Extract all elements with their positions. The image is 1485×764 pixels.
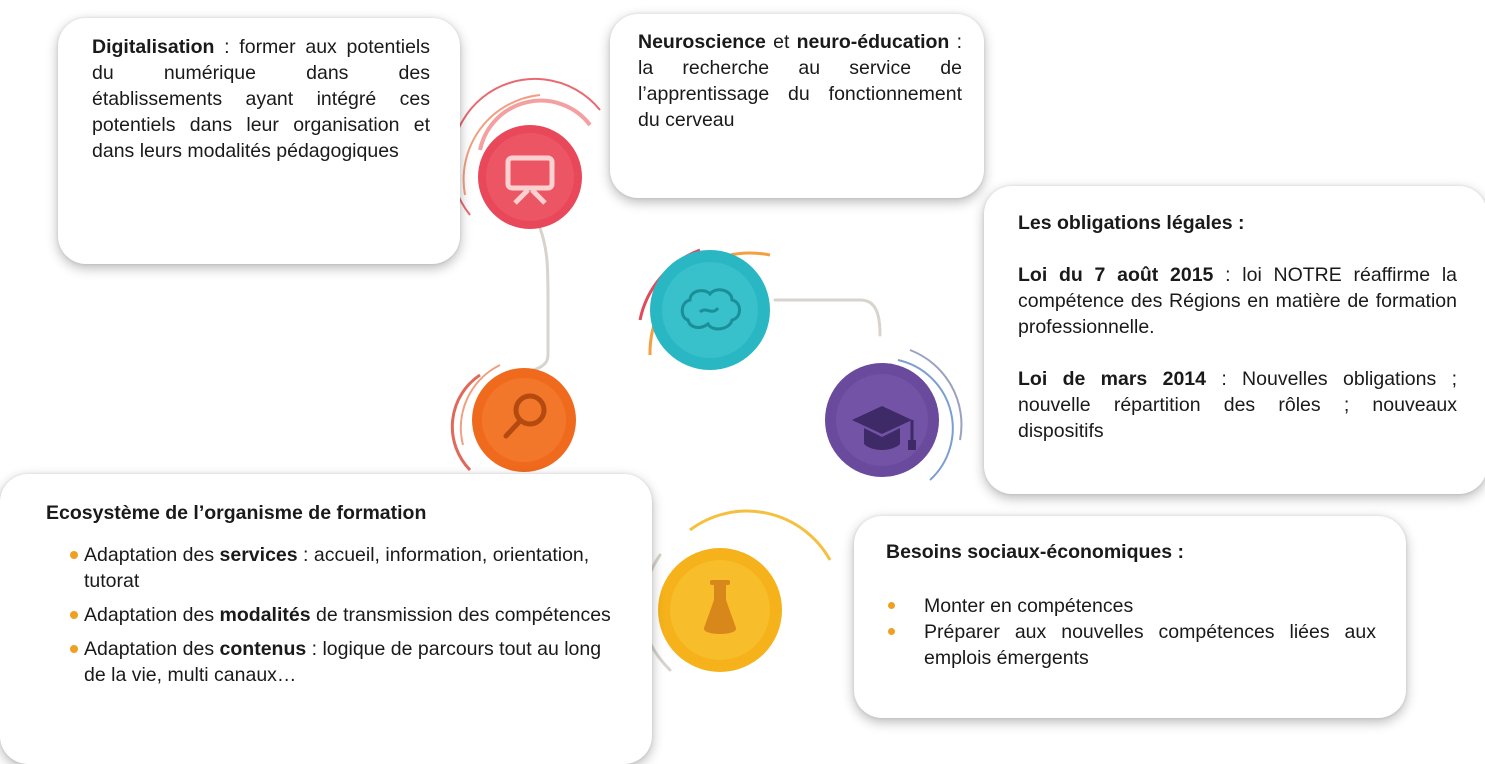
bullet-icon	[70, 551, 78, 559]
presentation-board-icon	[505, 155, 555, 205]
flask-node	[658, 509, 832, 672]
law-2015-term: Loi du 7 août 2015	[1018, 264, 1214, 286]
brain-icon	[680, 288, 741, 331]
orange-outer-arc-2	[459, 364, 501, 446]
law-2015-description: : loi NOTRE réaffirme la compétence des …	[1018, 264, 1457, 338]
yellow-outer-arc	[689, 509, 832, 561]
obligations-card: Les obligations légales : Loi du 7 août …	[984, 186, 1485, 494]
item-prefix: Adaptation des	[84, 638, 220, 660]
list-item: Monter en compétences	[886, 593, 1376, 619]
list-item: Adaptation des contenus : logique de par…	[46, 636, 622, 688]
item-suffix: : accueil, information, orientation, tut…	[84, 544, 590, 592]
item-term: modalités	[219, 604, 311, 626]
item-text: Monter en compétences	[924, 595, 1134, 617]
neuroscience-term: Neuroscience	[638, 31, 766, 53]
bullet-icon	[70, 611, 78, 619]
list-item: Adaptation des modalités de transmission…	[46, 602, 622, 628]
digitalisation-text: Digitalisation : former aux potentiels d…	[92, 34, 430, 164]
item-prefix: Adaptation des	[84, 604, 220, 626]
flask-icon	[703, 580, 737, 634]
purple-outer-arc-2	[909, 349, 963, 441]
connector-teal-to-purple	[773, 298, 882, 337]
besoins-list: Monter en compétences Préparer aux nouve…	[886, 593, 1376, 671]
orange-outer-arc	[450, 373, 481, 472]
purple-outer-arc	[897, 359, 954, 481]
digitalisation-card: Digitalisation : former aux potentiels d…	[58, 18, 460, 264]
neuroscience-card: Neuroscience et neuro-éducation : la rec…	[610, 14, 984, 198]
neuroeducation-term: neuro-éducation	[796, 31, 950, 53]
graduation-cap-icon	[852, 406, 916, 450]
connector-red-to-orange	[526, 226, 550, 374]
item-suffix: de transmission des compétences	[310, 604, 611, 626]
besoins-card: Besoins sociaux-économiques : Monter en …	[854, 516, 1406, 718]
law-2014-term: Loi de mars 2014	[1018, 368, 1206, 390]
list-item: Adaptation des services : accueil, infor…	[46, 542, 622, 594]
magnifier-node	[450, 364, 576, 472]
digitalisation-description: : former aux potentiels du numérique dan…	[92, 36, 430, 162]
magnifier-icon	[503, 393, 547, 439]
neuroscience-text: Neuroscience et neuro-éducation : la rec…	[638, 29, 962, 133]
list-item: Préparer aux nouvelles compétences liées…	[886, 619, 1376, 671]
law-2015-text: Loi du 7 août 2015 : loi NOTRE réaffirme…	[1018, 262, 1457, 340]
law-2014-text: Loi de mars 2014 : Nouvelles obligations…	[1018, 366, 1457, 444]
graduation-node	[825, 349, 963, 481]
bullet-icon	[888, 602, 895, 609]
ecosysteme-title: Ecosystème de l’organisme de formation	[46, 502, 427, 524]
obligations-title: Les obligations légales :	[1018, 212, 1245, 234]
item-term: services	[219, 544, 298, 566]
presentation-node	[450, 77, 601, 229]
bullet-icon	[70, 645, 78, 653]
brain-node	[638, 248, 771, 370]
ecosysteme-card: Ecosystème de l’organisme de formation A…	[0, 474, 652, 764]
item-text: Préparer aux nouvelles compétences liées…	[924, 621, 1376, 669]
besoins-title: Besoins sociaux-économiques :	[886, 541, 1184, 563]
neuroscience-connector: et	[765, 31, 797, 53]
digitalisation-term: Digitalisation	[92, 36, 215, 58]
item-term: contenus	[219, 638, 307, 660]
ecosysteme-list: Adaptation des services : accueil, infor…	[46, 542, 622, 688]
red-inner-arc	[478, 98, 592, 151]
law-2014-description: : Nouvelles obligations ; nouvelle répar…	[1018, 368, 1457, 442]
bullet-icon	[888, 628, 895, 635]
item-suffix: : logique de parcours tout au long de la…	[84, 638, 602, 686]
item-prefix: Adaptation des	[84, 544, 220, 566]
red-outer-arc-2	[462, 94, 541, 196]
neuroscience-description: : la recherche au service de l’apprentis…	[638, 31, 962, 131]
